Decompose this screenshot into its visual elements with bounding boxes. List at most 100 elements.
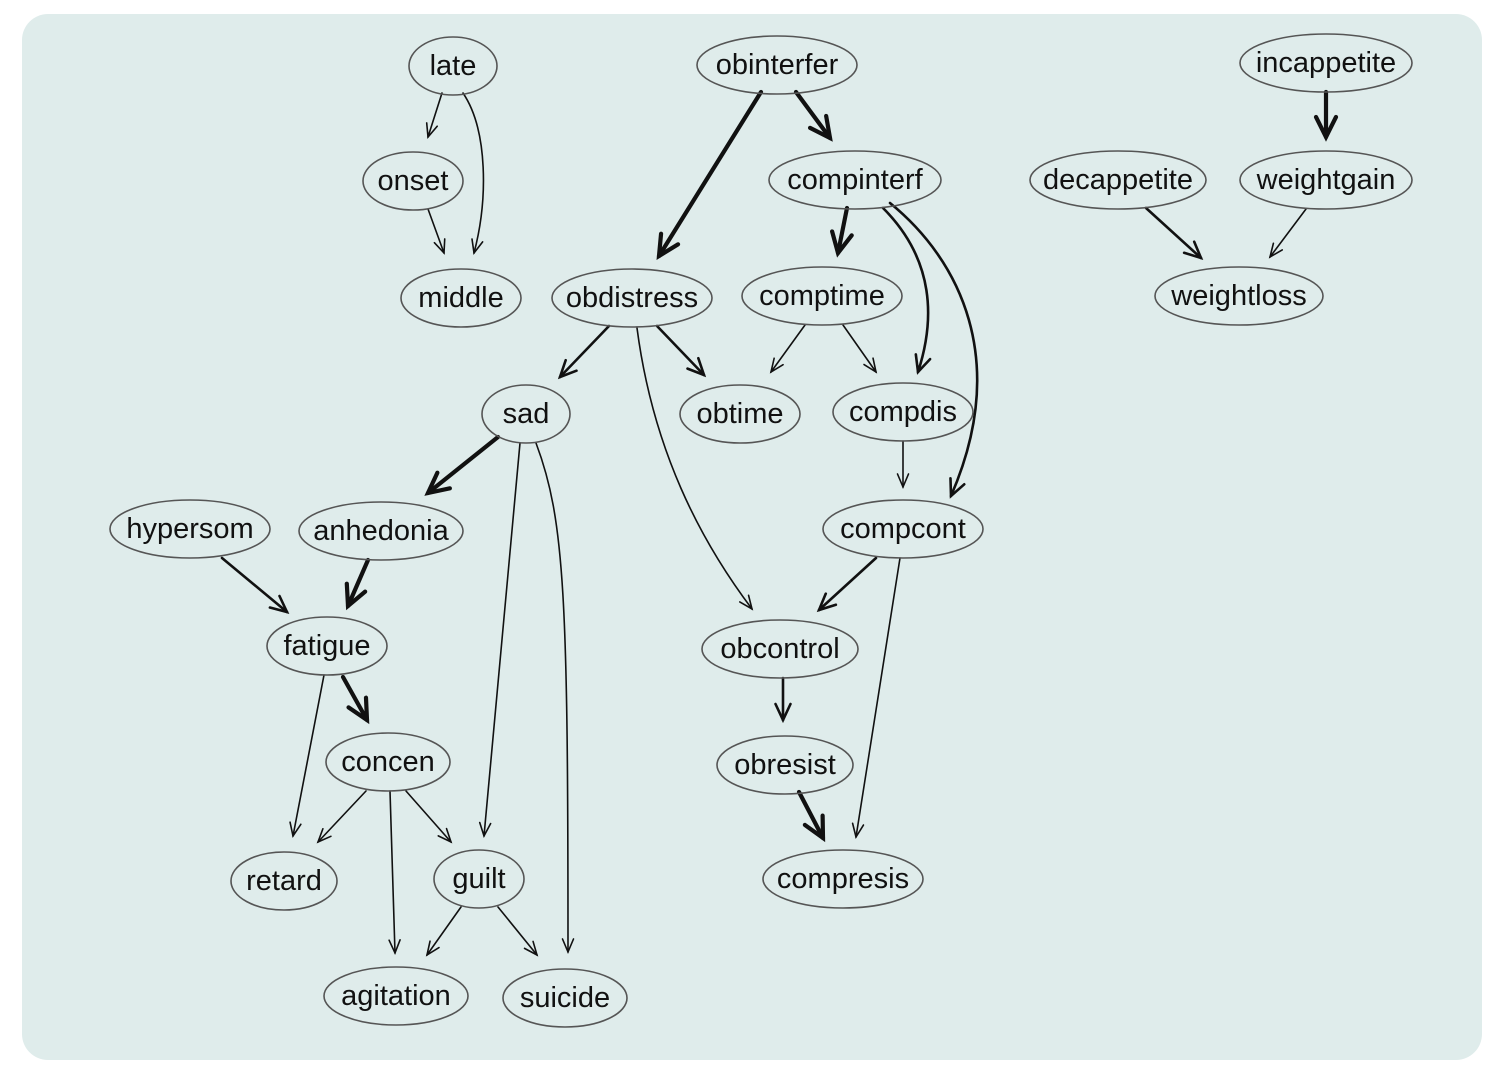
node-ellipse bbox=[1239, 33, 1413, 93]
node-label: compdis bbox=[849, 396, 957, 428]
node-obdistress: obdistress bbox=[551, 268, 713, 328]
edge-compcont-to-compresis bbox=[851, 557, 901, 840]
node-fatigue: fatigue bbox=[266, 616, 388, 676]
arrowhead bbox=[738, 594, 754, 611]
edge-line bbox=[855, 557, 901, 838]
edge-incappetite-to-weightgain bbox=[1313, 89, 1339, 142]
node-ellipse bbox=[400, 268, 522, 328]
arrowhead bbox=[686, 356, 707, 378]
edge-comptime-to-obtime bbox=[769, 324, 806, 374]
node-ellipse bbox=[1154, 266, 1324, 326]
edge-late-to-middle bbox=[462, 92, 485, 255]
edge-obcontrol-to-obresist bbox=[774, 676, 792, 724]
node-anhedonia: anhedonia bbox=[298, 501, 464, 561]
node-obresist: obresist bbox=[716, 735, 854, 795]
edge-line bbox=[636, 327, 753, 610]
arrowhead bbox=[346, 695, 370, 725]
edge-compdis-to-compcont bbox=[896, 440, 910, 490]
edge-fatigue-to-concen bbox=[340, 674, 370, 725]
node-compcont: compcont bbox=[822, 499, 984, 559]
edge-obinterfer-to-compinterf bbox=[793, 89, 833, 142]
arrowhead bbox=[388, 939, 401, 956]
edge-line bbox=[340, 674, 370, 723]
node-label: obinterfer bbox=[716, 49, 839, 81]
edge-compcont-to-obcontrol bbox=[816, 556, 878, 613]
node-label: obtime bbox=[696, 398, 783, 430]
edge-line bbox=[793, 89, 833, 141]
edge-guilt-to-agitation bbox=[425, 906, 462, 957]
arrowhead bbox=[914, 353, 932, 375]
node-middle: middle bbox=[400, 268, 522, 328]
node-label: incappetite bbox=[1256, 47, 1396, 79]
node-ellipse bbox=[323, 966, 469, 1026]
arrowhead bbox=[424, 470, 452, 496]
edge-sad-to-guilt bbox=[478, 442, 521, 839]
node-label: middle bbox=[418, 282, 503, 314]
edge-compinterf-to-comptime bbox=[830, 205, 854, 258]
node-label: concen bbox=[341, 746, 435, 778]
edge-late-to-onset bbox=[425, 92, 443, 139]
node-ellipse bbox=[1239, 150, 1413, 210]
edge-line bbox=[427, 208, 445, 254]
arrowhead bbox=[949, 477, 966, 499]
arrowhead bbox=[1268, 242, 1283, 259]
node-ellipse bbox=[230, 851, 338, 911]
node-hypersom: hypersom bbox=[109, 499, 271, 559]
node-weightgain: weightgain bbox=[1239, 150, 1413, 210]
arrowhead bbox=[802, 813, 826, 843]
edge-line bbox=[405, 790, 452, 843]
edge-anhedonia-to-fatigue bbox=[344, 557, 371, 611]
edge-line bbox=[220, 556, 289, 614]
edge-obdistress-to-obcontrol bbox=[636, 327, 754, 611]
arrowhead bbox=[896, 473, 910, 490]
arrowhead bbox=[807, 113, 833, 142]
node-ellipse bbox=[832, 382, 974, 442]
edge-compinterf-to-compdis bbox=[881, 206, 932, 375]
edge-comptime-to-compdis bbox=[842, 324, 878, 374]
arrowhead bbox=[1313, 114, 1339, 142]
node-label: late bbox=[430, 50, 477, 82]
node-label: obdistress bbox=[566, 282, 698, 314]
arrowhead bbox=[769, 357, 784, 374]
node-label: weightloss bbox=[1170, 280, 1306, 312]
node-label: anhedonia bbox=[313, 515, 449, 547]
arrowhead bbox=[863, 357, 878, 374]
edge-line bbox=[656, 89, 764, 259]
node-ellipse bbox=[325, 732, 451, 792]
node-ellipse bbox=[502, 968, 628, 1028]
edge-line bbox=[655, 324, 706, 377]
edge-decappetite-to-weightloss bbox=[1144, 206, 1204, 261]
node-compinterf: compinterf bbox=[768, 150, 942, 210]
node-weightloss: weightloss bbox=[1154, 266, 1324, 326]
arrowhead bbox=[830, 229, 854, 258]
edge-obdistress-to-obtime bbox=[655, 324, 707, 378]
edge-obdistress-to-sad bbox=[557, 324, 611, 380]
edge-line bbox=[1144, 206, 1203, 260]
edge-fatigue-to-retard bbox=[289, 674, 325, 839]
node-late: late bbox=[408, 36, 498, 96]
node-decappetite: decappetite bbox=[1029, 150, 1207, 210]
node-ellipse bbox=[298, 501, 464, 561]
node-ellipse bbox=[822, 499, 984, 559]
node-onset: onset bbox=[362, 151, 464, 211]
edge-concen-to-retard bbox=[316, 790, 367, 844]
node-ellipse bbox=[1029, 150, 1207, 210]
node-suicide: suicide bbox=[502, 968, 628, 1028]
node-concen: concen bbox=[325, 732, 451, 792]
edge-line bbox=[317, 790, 367, 843]
node-label: comptime bbox=[759, 280, 885, 312]
arrowhead bbox=[425, 122, 438, 139]
node-ellipse bbox=[408, 36, 498, 96]
edge-line bbox=[817, 556, 878, 612]
arrowhead bbox=[656, 231, 681, 260]
node-ellipse bbox=[696, 35, 858, 95]
node-agitation: agitation bbox=[323, 966, 469, 1026]
node-guilt: guilt bbox=[433, 849, 525, 909]
edge-line bbox=[1269, 208, 1307, 258]
arrowhead bbox=[1182, 240, 1204, 261]
node-ellipse bbox=[762, 849, 924, 909]
node-label: compresis bbox=[777, 863, 909, 895]
edge-sad-to-anhedonia bbox=[424, 434, 501, 496]
node-sad: sad bbox=[481, 384, 571, 444]
